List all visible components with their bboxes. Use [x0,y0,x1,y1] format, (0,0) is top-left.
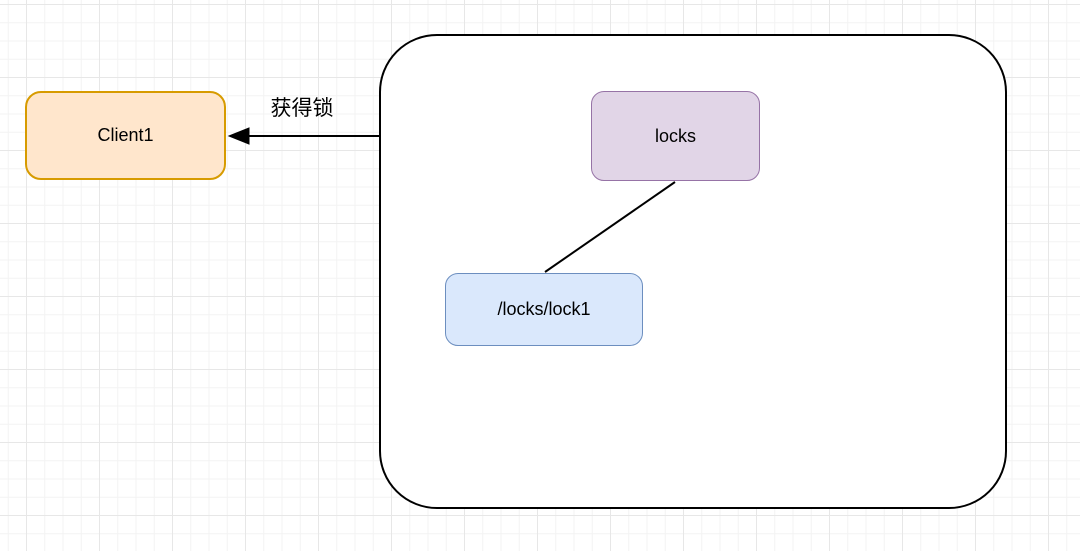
node-client1: Client1 [25,91,226,180]
node-client1-label: Client1 [97,125,154,145]
node-locks: locks [591,91,760,181]
acquire-lock-arrowhead-icon [227,127,250,145]
node-lock1: /locks/lock1 [445,273,643,346]
node-locks-label: locks [654,125,696,146]
node-lock1-label: /locks/lock1 [497,299,591,319]
acquire-lock-label: 获得锁 [270,97,334,120]
acquire-lock-arrow [227,127,379,145]
